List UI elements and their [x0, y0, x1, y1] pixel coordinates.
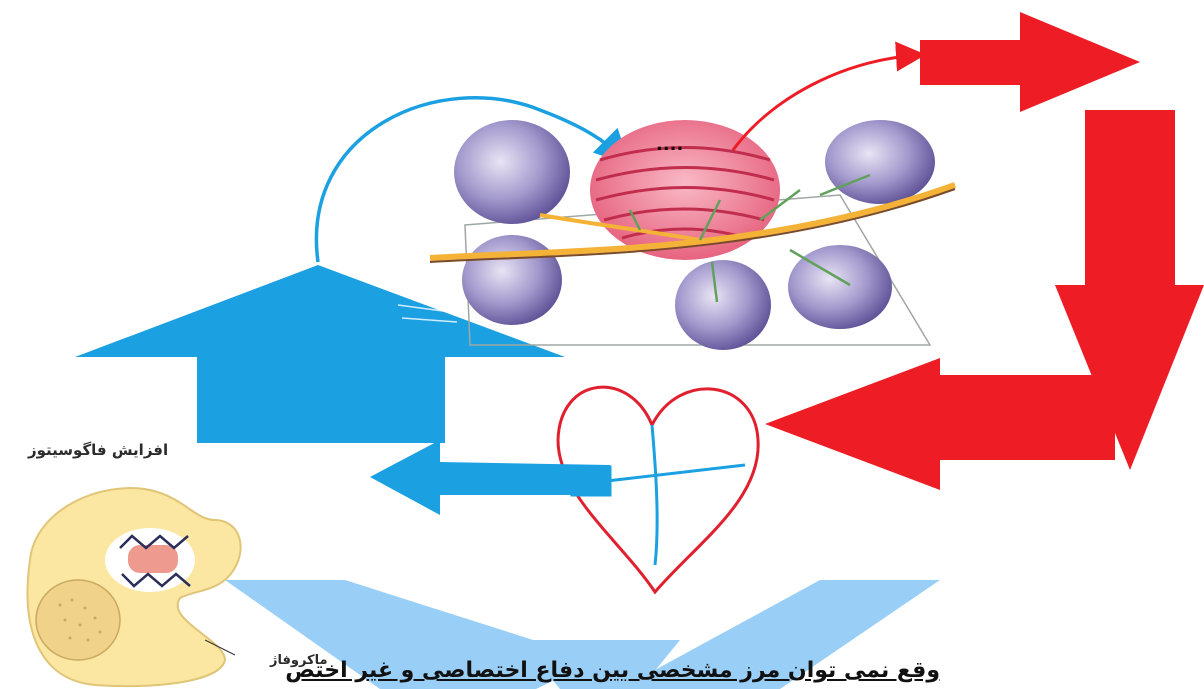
phagocytosis-label: افزایش فاگوسیتوز [28, 441, 168, 459]
macrophage-icon [28, 488, 241, 686]
caption-span: وقع نمی توان مرز مشخصی بین دفاع اختصاصی … [285, 658, 940, 683]
blue-left-arrow [370, 440, 610, 515]
dots-label: .... [656, 134, 683, 155]
caption-text: وقع نمی توان مرز مشخصی بین دفاع اختصاصی … [0, 658, 940, 683]
red-right-arrow [920, 12, 1140, 112]
lymph-node-icon: .... [430, 120, 955, 350]
red-left-arrow [765, 358, 1115, 490]
